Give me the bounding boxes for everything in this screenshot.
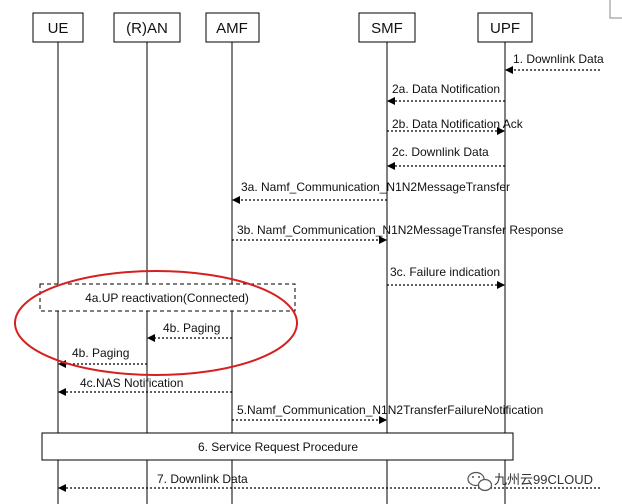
- message-label: 4b. Paging: [163, 321, 220, 335]
- message-label: 2a. Data Notification: [392, 82, 500, 96]
- note-label: 4a.UP reactivation(Connected): [85, 291, 249, 305]
- message-label: 2c. Downlink Data: [392, 145, 489, 159]
- participant-ue: UE: [32, 12, 84, 43]
- message-11: 5.Namf_Communication_N1N2TransferFailure…: [232, 403, 543, 424]
- participant-label: UPF: [490, 20, 520, 37]
- message-4: 2c. Downlink Data: [387, 145, 505, 170]
- message-label: 1. Downlink Data: [513, 52, 604, 66]
- message-7: 3c. Failure indication: [387, 265, 505, 289]
- message-12: 7. Downlink Data: [58, 472, 600, 492]
- messages: 1. Downlink Data 2a. Data Notification 2b.…: [58, 52, 604, 492]
- participant-label: UE: [48, 20, 69, 37]
- message-label: 3a. Namf_Communication_N1N2MessageTransf…: [241, 180, 510, 194]
- participant-amf: AMF: [205, 12, 260, 43]
- watermark-text: 九州云99CLOUD: [494, 472, 593, 487]
- message-6: 3b. Namf_Communication_N1N2MessageTransf…: [232, 223, 564, 244]
- message-label: 2b. Data Notification Ack: [392, 117, 524, 131]
- message-label: 4c.NAS Notification: [80, 376, 183, 390]
- message-1: 1. Downlink Data: [505, 52, 604, 74]
- participant-label: SMF: [371, 20, 403, 37]
- message-label: 3c. Failure indication: [390, 265, 500, 279]
- message-2: 2a. Data Notification: [387, 82, 505, 105]
- participant-box: [358, 12, 416, 43]
- participant-ran: (R)AN: [113, 12, 181, 43]
- corner-fragment: [609, 0, 622, 19]
- participant-upf: UPF: [477, 12, 533, 43]
- message-3: 2b. Data Notification Ack: [387, 117, 524, 135]
- participant-box: [32, 12, 84, 43]
- note-label: 6. Service Request Procedure: [198, 440, 358, 454]
- note-box: [41, 432, 514, 461]
- message-8: 4b. Paging: [147, 321, 232, 342]
- message-label: 4b. Paging: [72, 346, 129, 360]
- message-10: 4c.NAS Notification: [58, 376, 232, 396]
- note-box: [39, 283, 296, 312]
- participant-label: (R)AN: [126, 20, 168, 37]
- wechat-icon: [467, 471, 493, 492]
- message-label: 3b. Namf_Communication_N1N2MessageTransf…: [237, 223, 564, 237]
- watermark: 九州云99CLOUD: [467, 471, 593, 492]
- note-up-reactivation: 4a.UP reactivation(Connected): [39, 283, 296, 312]
- message-label: 7. Downlink Data: [157, 472, 248, 486]
- participant-box: [477, 12, 533, 43]
- participant-label: AMF: [216, 20, 248, 37]
- participant-box: [113, 12, 181, 43]
- message-9: 4b. Paging: [58, 346, 147, 368]
- highlight-ellipse: [14, 270, 298, 376]
- participant-smf: SMF: [358, 12, 416, 43]
- message-label: 5.Namf_Communication_N1N2TransferFailure…: [237, 403, 543, 417]
- lifelines: [57, 42, 506, 504]
- note-service-request: 6. Service Request Procedure: [41, 432, 514, 461]
- participant-box: [205, 12, 260, 43]
- message-5: 3a. Namf_Communication_N1N2MessageTransf…: [232, 180, 510, 204]
